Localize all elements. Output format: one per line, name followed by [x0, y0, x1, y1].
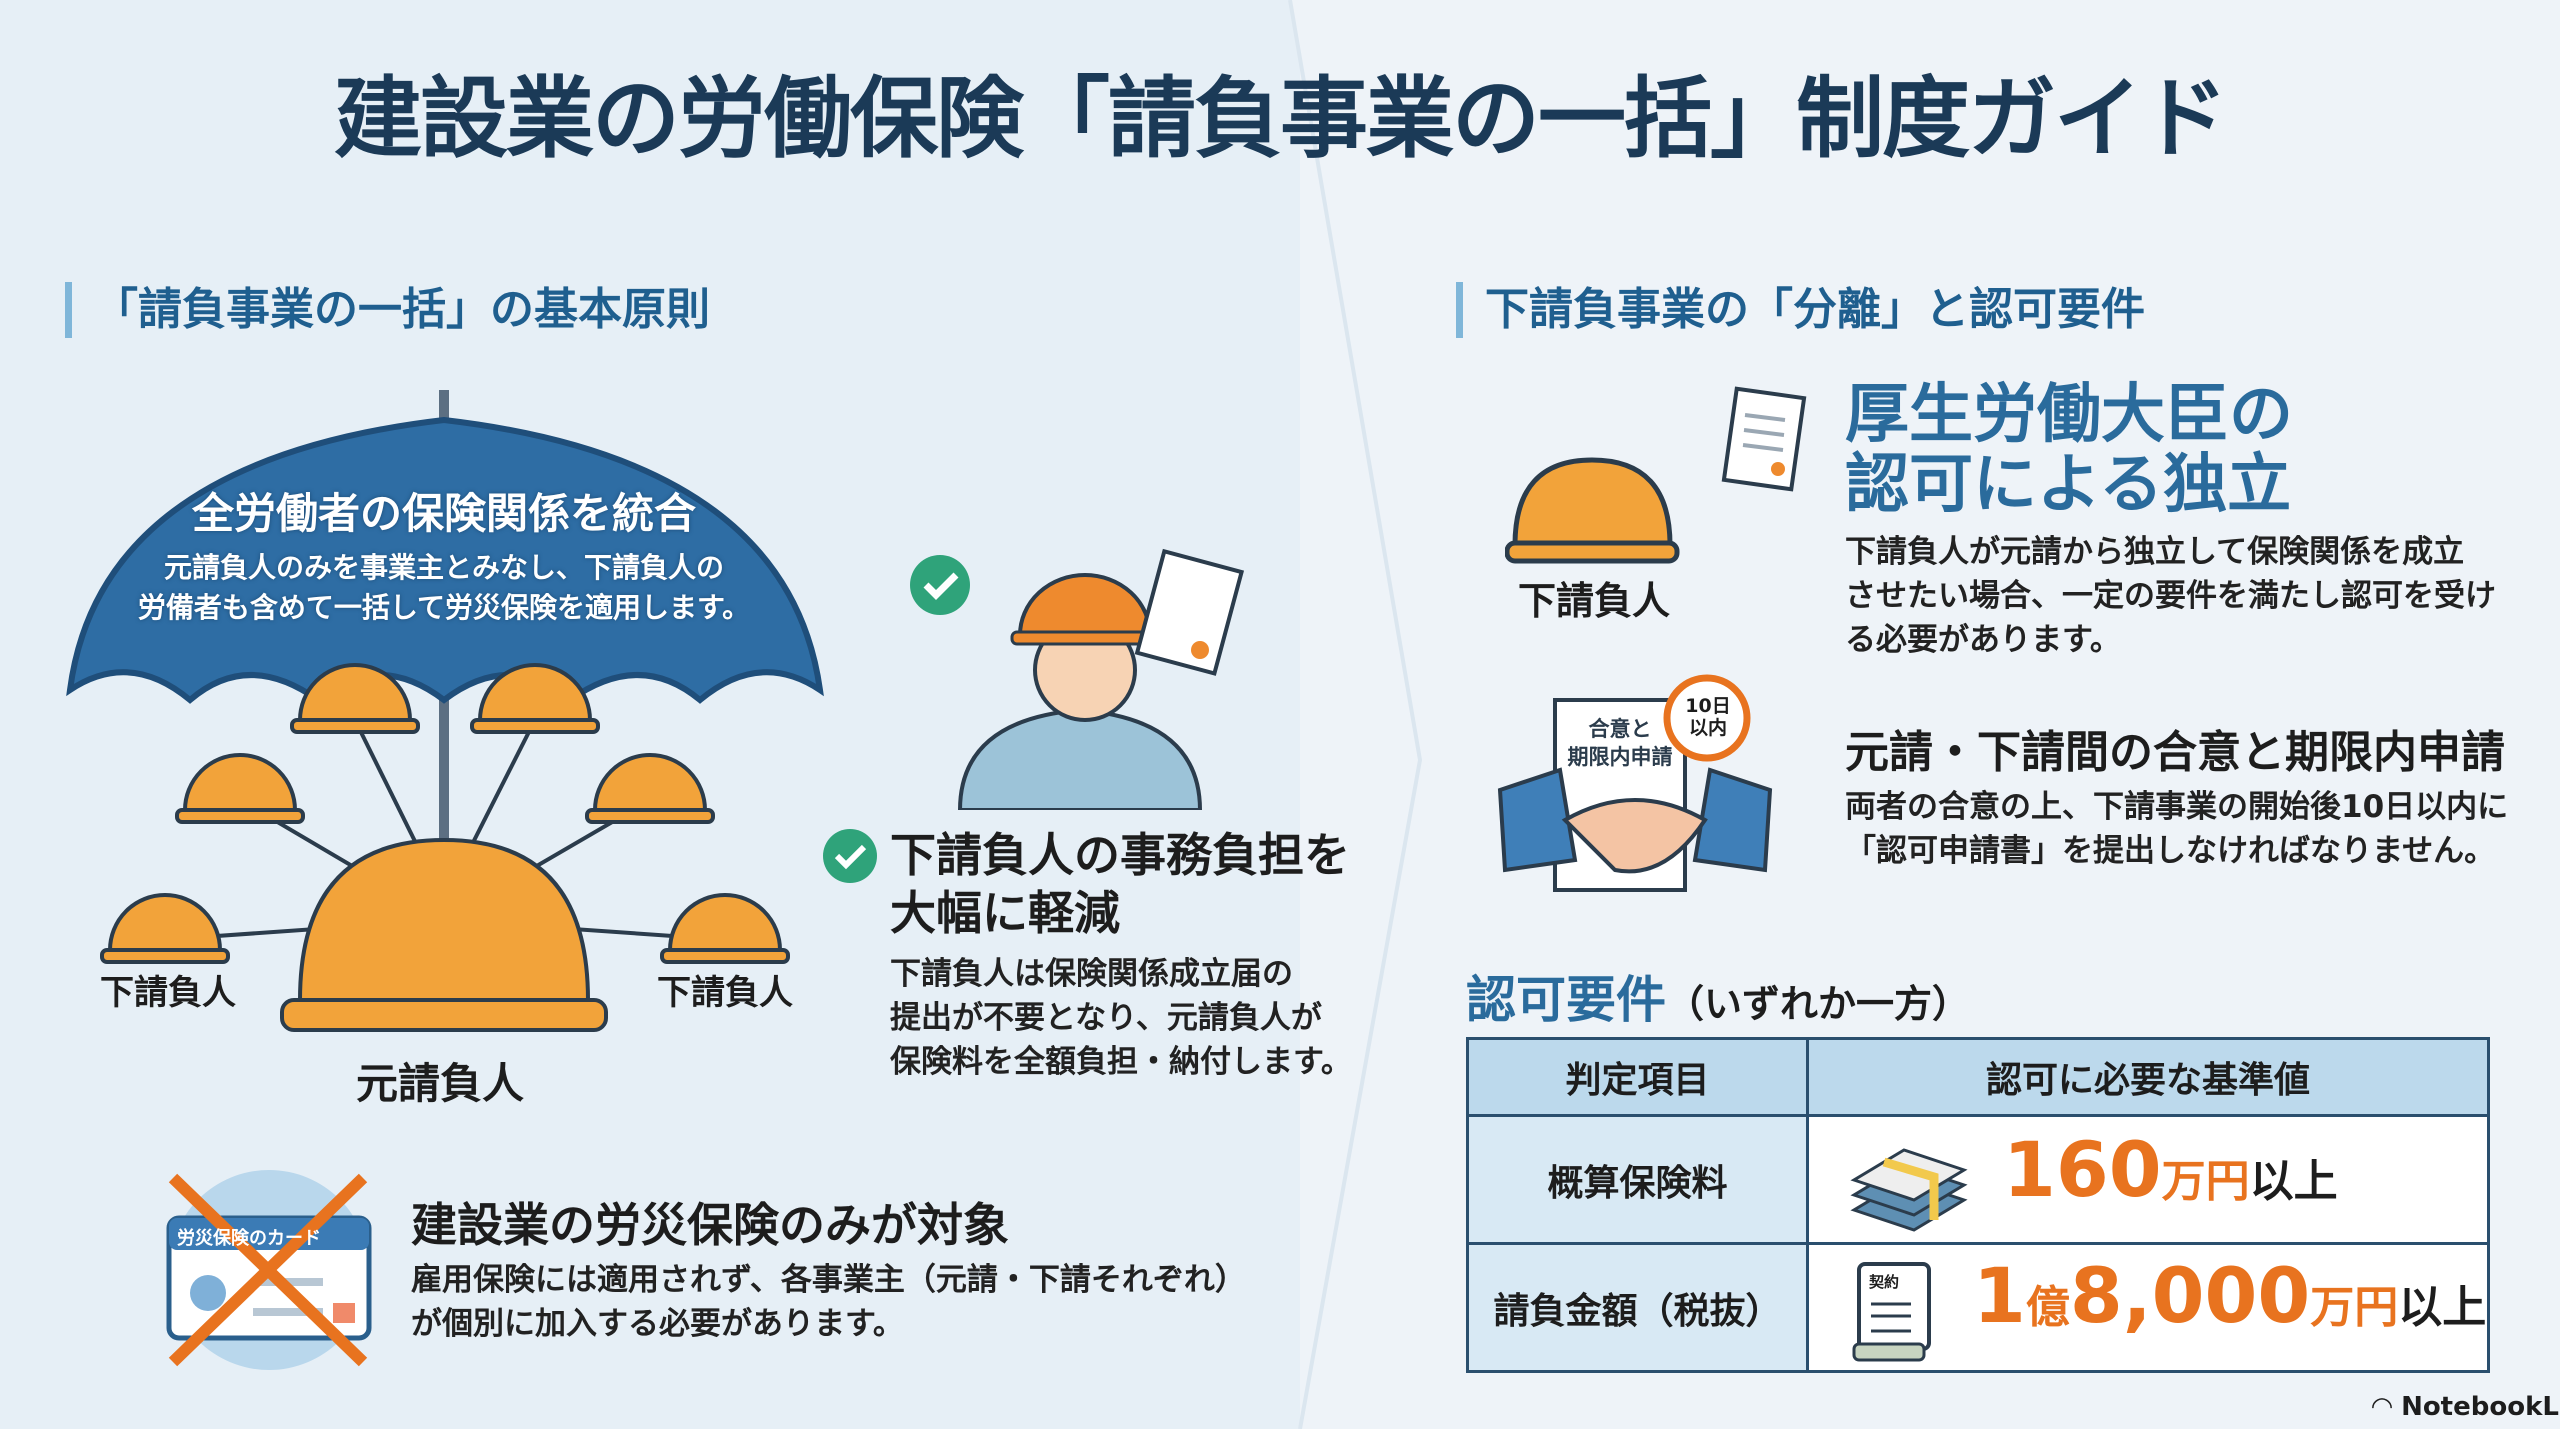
benefit-heading-line: 大幅に軽減 — [890, 886, 1120, 940]
row-value: 160万円以上 — [1806, 1114, 2490, 1245]
label-subcontractor-left: 下請負人 — [100, 973, 236, 1013]
header-criteria: 認可に必要な基準値 — [1806, 1037, 2490, 1117]
agreement-body: 両者の合意の上、下請事業の開始後10日以内に 「認可申請書」を提出しなければなり… — [1845, 785, 2508, 873]
agreement-doc-text: 合意と 期限内申請 — [1557, 715, 1683, 771]
notebooklm-logo: ◠ NotebookLM — [2372, 1392, 2560, 1422]
notebooklm-icon: ◠ — [2372, 1392, 2392, 1422]
benefit-line: 下請負人は保険関係成立届の — [890, 956, 1293, 992]
doc-line: 期限内申請 — [1567, 745, 1673, 769]
agreement-line: 両者の合意の上、下請事業の開始後10日以内に — [1845, 789, 2509, 825]
scope-body: 雇用保険には適用されず、各事業主（元請・下請それぞれ） が個別に加入する必要があ… — [411, 1258, 1246, 1346]
header-item: 判定項目 — [1466, 1037, 1809, 1117]
helmet-icon — [1505, 457, 1680, 564]
section-title-principle: 「請負事業の一括」の基本原則 — [65, 282, 710, 338]
brand-text: NotebookLM — [2401, 1392, 2560, 1422]
money-stack-icon — [1850, 1147, 1968, 1232]
agreement-line: 「認可申請書」を提出しなければなりません。 — [1845, 833, 2496, 869]
independence-heading: 厚生労働大臣の 認可による独立 — [1845, 380, 2293, 520]
scope-line: 雇用保険には適用されず、各事業主（元請・下請それぞれ） — [411, 1262, 1246, 1298]
section-title-separation: 下請負事業の「分離」と認可要件 — [1456, 282, 2145, 338]
umbrella-text: 元請負人のみを事業主とみなし、下請負人の 労備者も含めて一括して労災保険を適用し… — [64, 548, 824, 628]
contract-number: 8,000 — [2069, 1251, 2311, 1341]
scope-line: が個別に加入する必要があります。 — [411, 1306, 904, 1342]
insurance-card-crossed-icon: 労災保険のカード — [163, 1168, 376, 1372]
contract-scroll-icon: 契約 — [1849, 1259, 1939, 1364]
table-row: 請負金額（税抜） 契約 1億8,000万円以上 — [1466, 1242, 2490, 1373]
contract-unit-a: 億 — [2025, 1282, 2070, 1334]
independence-heading-line: 認可による独立 — [1845, 448, 2292, 522]
requirements-title-main: 認可要件 — [1466, 971, 1666, 1029]
independence-body: 下請負人が元請から独立して保険関係を成立 させたい場合、一定の要件を満たし認可を… — [1845, 530, 2496, 662]
table-header-row: 判定項目 認可に必要な基準値 — [1466, 1037, 2490, 1117]
table-row: 概算保険料 160万円以上 — [1466, 1114, 2490, 1245]
premium-number: 160 — [2002, 1124, 2162, 1214]
row-value: 契約 1億8,000万円以上 — [1806, 1242, 2490, 1373]
contract-number-a: 1 — [1972, 1251, 2026, 1341]
benefit-body: 下請負人は保険関係成立届の 提出が不要となり、元請負人が 保険料を全額負担・納付… — [890, 952, 1352, 1084]
independence-line: させたい場合、一定の要件を満たし認可を受け — [1845, 578, 2496, 614]
umbrella-helmets-illustration — [66, 390, 824, 1032]
timer-line: 以内 — [1688, 717, 1727, 739]
benefit-line: 保険料を全額負担・納付します。 — [890, 1044, 1352, 1080]
contract-suffix: 以上 — [2398, 1282, 2487, 1334]
umbrella-line: 元請負人のみを事業主とみなし、下請負人の — [163, 551, 724, 584]
premium-suffix: 以上 — [2249, 1155, 2338, 1207]
label-prime-contractor: 元請負人 — [356, 1059, 525, 1108]
umbrella-line: 労備者も含めて一括して労災保険を適用します。 — [137, 591, 751, 624]
worker-illustration — [910, 548, 1245, 810]
independence-line: 下請負人が元請から独立して保険関係を成立 — [1845, 534, 2465, 570]
contract-label: 契約 — [1869, 1272, 1900, 1291]
requirements-title: 認可要件（いずれか一方） — [1466, 960, 1970, 1032]
handshake-agreement-icon: 合意と 期限内申請 10日 以内 — [1495, 670, 1775, 900]
row-item: 概算保険料 — [1466, 1114, 1809, 1245]
requirements-title-note: （いずれか一方） — [1666, 982, 1971, 1026]
row-item: 請負金額（税抜） — [1466, 1242, 1809, 1373]
card-label: 労災保険のカード — [177, 1228, 321, 1249]
page-title: 建設業の労働保険「請負事業の一括」制度ガイド — [333, 67, 2228, 170]
independence-heading-line: 厚生労働大臣の — [1845, 378, 2293, 452]
document-icon — [1721, 386, 1807, 492]
independence-line: る必要があります。 — [1845, 622, 2121, 658]
check-icon — [823, 829, 877, 883]
doc-line: 合意と — [1588, 717, 1652, 741]
label-subcontractor-right: 下請負人 — [657, 973, 793, 1013]
umbrella-heading: 全労働者の保険関係を統合 — [191, 489, 696, 538]
premium-unit: 万円 — [2161, 1155, 2250, 1207]
timer-line: 10日 — [1685, 695, 1731, 717]
benefit-heading: 下請負人の事務負担を 大幅に軽減 — [890, 826, 1350, 942]
scope-heading: 建設業の労災保険のみが対象 — [411, 1198, 1009, 1252]
contract-unit: 万円 — [2310, 1282, 2399, 1334]
agreement-heading: 元請・下請間の合意と期限内申請 — [1845, 727, 2505, 778]
benefit-line: 提出が不要となり、元請負人が — [890, 1000, 1322, 1036]
benefit-heading-line: 下請負人の事務負担を — [890, 828, 1350, 882]
helmet-label: 下請負人 — [1518, 579, 1671, 623]
timer-icon-text: 10日 以内 — [1673, 695, 1743, 739]
requirements-table: 判定項目 認可に必要な基準値 概算保険料 160万円以上 請負金額（税抜） 契約… — [1466, 1037, 2490, 1373]
